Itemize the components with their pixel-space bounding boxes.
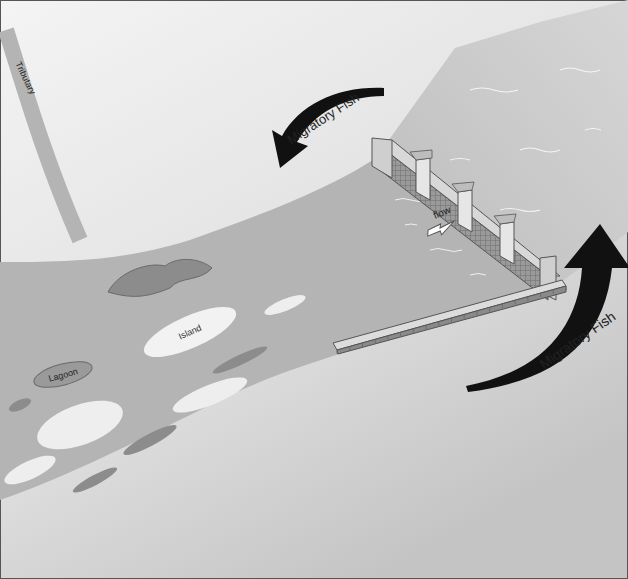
side-channel [0,300,24,360]
upstream-migration-arrow [466,224,628,392]
tributary-channel [6,30,80,240]
river-channel [0,152,548,500]
downstream-migration-arrow [272,88,384,168]
flow-arrow [427,221,456,236]
water-ripples [450,68,601,212]
islands [1,259,308,496]
fish-ladder [333,280,566,354]
dam [372,138,560,300]
